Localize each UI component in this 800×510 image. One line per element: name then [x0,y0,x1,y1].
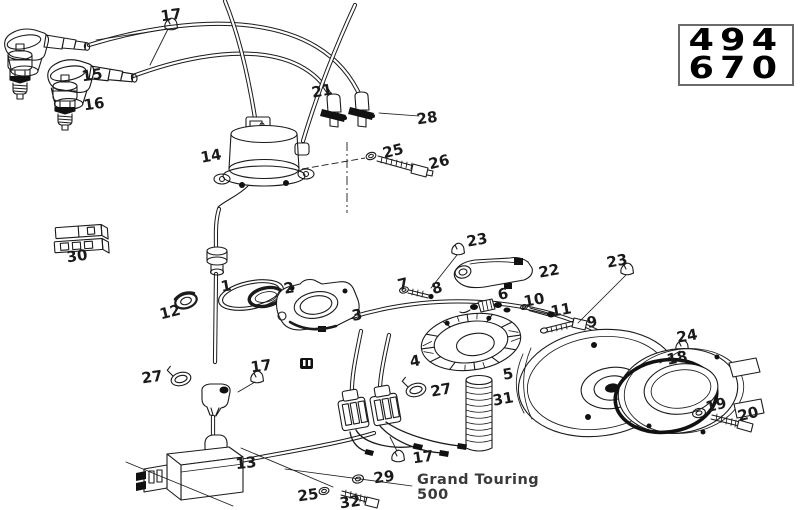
screw-9 [539,317,588,334]
model-note-line1: Grand Touring [417,472,540,488]
cap-cone-17-bottom [391,449,406,463]
stator-4 [420,312,522,372]
leader-lines [95,28,681,507]
stator-cover-3 [275,278,360,369]
connector-housings-30 [53,223,110,254]
spark-plug-2 [52,74,78,131]
part-callout-16: 16 [82,93,106,115]
part-callout-15: 15 [80,64,104,86]
ignition-coil [213,116,315,208]
part-callout-29: 29 [372,466,396,488]
washer-19-screw-20 [692,407,754,433]
grommet-12 [173,291,198,310]
part-callout-25: 25 [296,484,320,506]
spark-plug-cap-1 [4,28,91,77]
part-callout-17: 17 [411,446,435,468]
clamp-27-right [400,372,428,400]
part-callout-32: 32 [338,491,362,510]
ignition-wires [89,0,361,141]
wire-clamp-terminals [320,91,375,128]
part-callout-31: 31 [491,388,515,410]
part-callout-13: 13 [234,452,258,474]
part-callout-28: 28 [415,107,439,129]
model-note-line2: 500 [417,487,449,504]
part-callout-22: 22 [537,260,561,282]
part-callout-21: 21 [310,80,334,102]
part-callout-17: 17 [159,4,183,26]
wire-boot [201,383,231,417]
part-callout-24: 24 [675,325,699,347]
engine-model-number-1: 494 [688,23,784,59]
engine-model-badge: 494 670 [678,24,794,86]
cdi-box [136,434,244,501]
wire-connector-stack [206,246,228,276]
part-callout-14: 14 [199,145,223,167]
clamp-27-left [165,361,193,389]
starter-pulley-18 [613,348,765,435]
engine-model-number-2: 670 [688,51,784,86]
cap-cone-23-left [451,242,466,256]
part-callout-30: 30 [65,245,89,267]
part-callout-23: 23 [465,229,489,251]
part-callout-10: 10 [522,289,546,311]
mount-hardware-25-29-32 [318,474,380,509]
screw-7-8 [399,286,434,300]
harness-connectors [337,384,467,457]
reference-lines [301,142,366,213]
part-callout-18: 18 [665,347,689,369]
part-callout-23: 23 [605,250,629,272]
model-note: Grand Touring 500 [417,472,540,504]
cover-22 [453,256,533,289]
part-callout-11: 11 [549,299,573,321]
coil-mount-screw [365,151,434,178]
part-callout-27: 27 [429,379,453,401]
part-callout-27: 27 [140,366,164,388]
part-callout-17: 17 [249,355,273,377]
armature-parts-6-10-11 [459,298,555,318]
spring-31 [465,374,493,452]
